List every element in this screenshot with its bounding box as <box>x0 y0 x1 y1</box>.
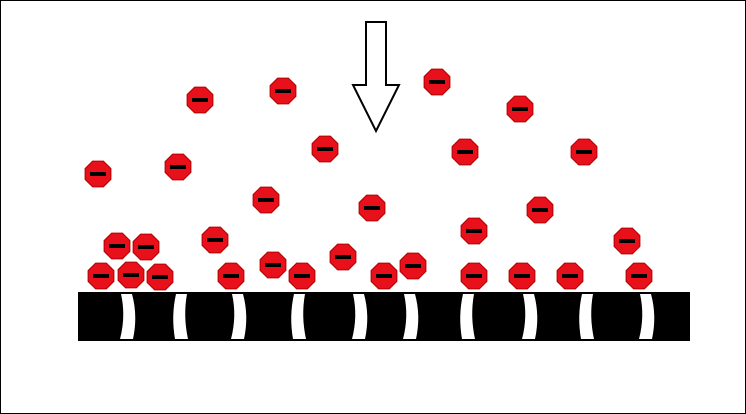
down-arrow-icon <box>351 21 401 134</box>
negative-particle <box>570 138 598 166</box>
pore <box>579 294 594 339</box>
minus-sign-icon <box>562 274 578 278</box>
minus-sign-icon <box>152 275 168 279</box>
negative-particle <box>288 262 316 290</box>
minus-sign-icon <box>514 274 530 278</box>
negative-particle <box>460 217 488 245</box>
negative-particle <box>399 252 427 280</box>
minus-sign-icon <box>90 172 106 176</box>
minus-sign-icon <box>265 263 281 267</box>
minus-sign-icon <box>93 274 109 278</box>
minus-sign-icon <box>207 238 223 242</box>
pore <box>460 294 475 339</box>
minus-sign-icon <box>376 274 392 278</box>
minus-sign-icon <box>223 274 239 278</box>
minus-sign-icon <box>123 273 139 277</box>
negative-particle <box>451 138 479 166</box>
minus-sign-icon <box>532 208 548 212</box>
pore <box>403 294 419 339</box>
negative-particle <box>146 263 174 291</box>
negative-particle <box>132 233 160 261</box>
minus-sign-icon <box>317 147 333 151</box>
minus-sign-icon <box>405 264 421 268</box>
negative-particle <box>103 232 131 260</box>
minus-sign-icon <box>619 239 635 243</box>
negative-particle <box>84 160 112 188</box>
minus-sign-icon <box>192 98 208 102</box>
negative-particle <box>311 135 339 163</box>
negative-particle <box>252 186 280 214</box>
minus-sign-icon <box>576 150 592 154</box>
membrane-bar <box>78 292 690 341</box>
pore <box>173 294 188 339</box>
negative-particle <box>370 262 398 290</box>
negative-particle <box>117 261 145 289</box>
minus-sign-icon <box>275 89 291 93</box>
minus-sign-icon <box>466 274 482 278</box>
negative-particle <box>625 262 653 290</box>
negative-particle <box>506 95 534 123</box>
pore <box>291 294 306 339</box>
minus-sign-icon <box>457 150 473 154</box>
negative-particle <box>87 262 115 290</box>
negative-particle <box>508 262 536 290</box>
negative-particle <box>460 262 488 290</box>
negative-particle <box>526 196 554 224</box>
negative-particle <box>217 262 245 290</box>
negative-particle <box>329 243 357 271</box>
pore <box>522 294 538 339</box>
negative-particle <box>556 262 584 290</box>
negative-particle <box>201 226 229 254</box>
minus-sign-icon <box>109 244 125 248</box>
pore <box>639 294 655 339</box>
minus-sign-icon <box>258 198 274 202</box>
minus-sign-icon <box>335 255 351 259</box>
minus-sign-icon <box>512 107 528 111</box>
pores <box>120 294 655 339</box>
negative-particle <box>164 153 192 181</box>
negative-particle <box>423 68 451 96</box>
particles <box>84 68 653 291</box>
pore <box>120 294 136 339</box>
minus-sign-icon <box>466 229 482 233</box>
negative-particle <box>259 251 287 279</box>
minus-sign-icon <box>170 165 186 169</box>
negative-particle <box>358 194 386 222</box>
minus-sign-icon <box>294 274 310 278</box>
negative-particle <box>613 227 641 255</box>
minus-sign-icon <box>364 206 380 210</box>
pore <box>231 294 247 339</box>
minus-sign-icon <box>631 274 647 278</box>
minus-sign-icon <box>138 245 154 249</box>
minus-sign-icon <box>429 80 445 84</box>
pore <box>352 294 368 339</box>
negative-particle <box>186 86 214 114</box>
membrane <box>78 292 690 341</box>
negative-particle <box>269 77 297 105</box>
